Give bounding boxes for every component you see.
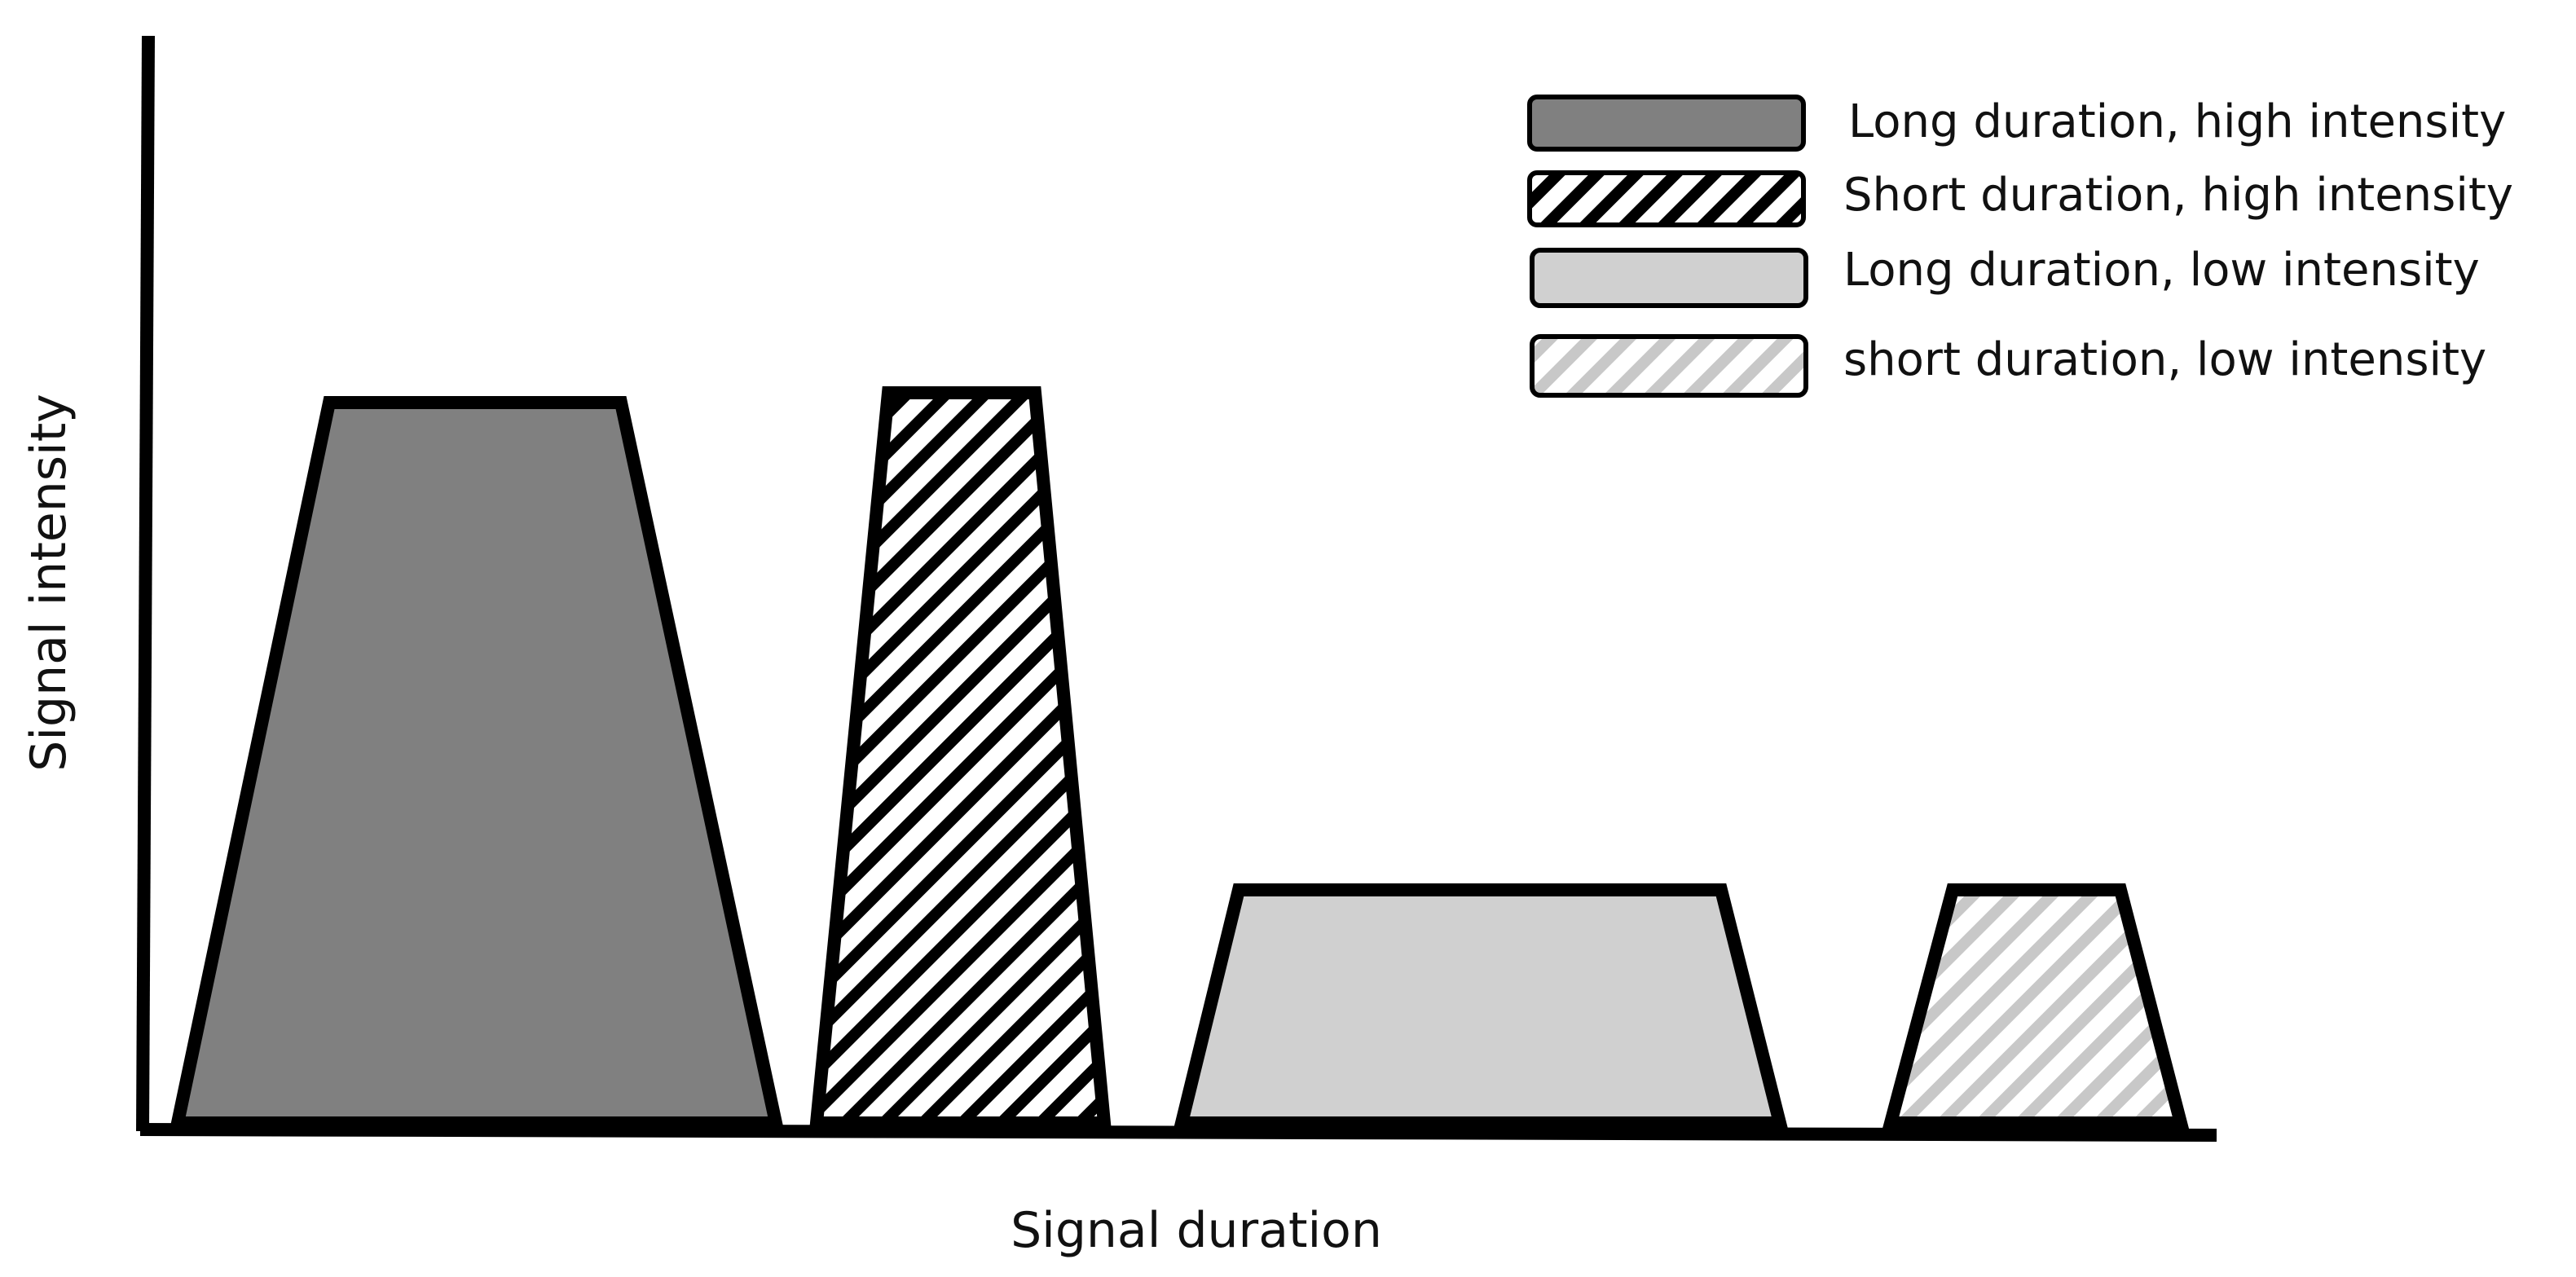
y-axis-label: Signal intensity <box>20 394 77 772</box>
legend-swatch-short-high <box>1527 170 1806 227</box>
legend-item-long-high: Long duration, high intensity <box>1527 95 2506 152</box>
legend-swatch-long-high <box>1527 95 1806 152</box>
legend-swatch-short-low <box>1530 334 1808 398</box>
signal-long-low <box>1173 883 1789 1129</box>
legend-label-long-low: Long duration, low intensity <box>1843 244 2480 297</box>
y-axis <box>136 35 155 1132</box>
x-axis <box>139 1123 2217 1142</box>
legend-item-short-low: short duration, low intensity <box>1530 333 2486 398</box>
signal-short-low <box>1882 883 2190 1129</box>
legend-label-short-low: short duration, low intensity <box>1843 333 2486 386</box>
signal-short-high <box>809 386 1112 1129</box>
legend-item-short-high: Short duration, high intensity <box>1527 169 2513 227</box>
legend-label-short-high: Short duration, high intensity <box>1843 169 2513 222</box>
signal-long-high <box>170 396 784 1129</box>
x-axis-label: Signal duration <box>1011 1202 1382 1259</box>
legend-label-long-high: Long duration, high intensity <box>1848 95 2506 148</box>
legend: Long duration, high intensity Short dura… <box>1527 95 2513 398</box>
legend-item-long-low: Long duration, low intensity <box>1530 244 2480 308</box>
legend-swatch-long-low <box>1530 248 1808 308</box>
